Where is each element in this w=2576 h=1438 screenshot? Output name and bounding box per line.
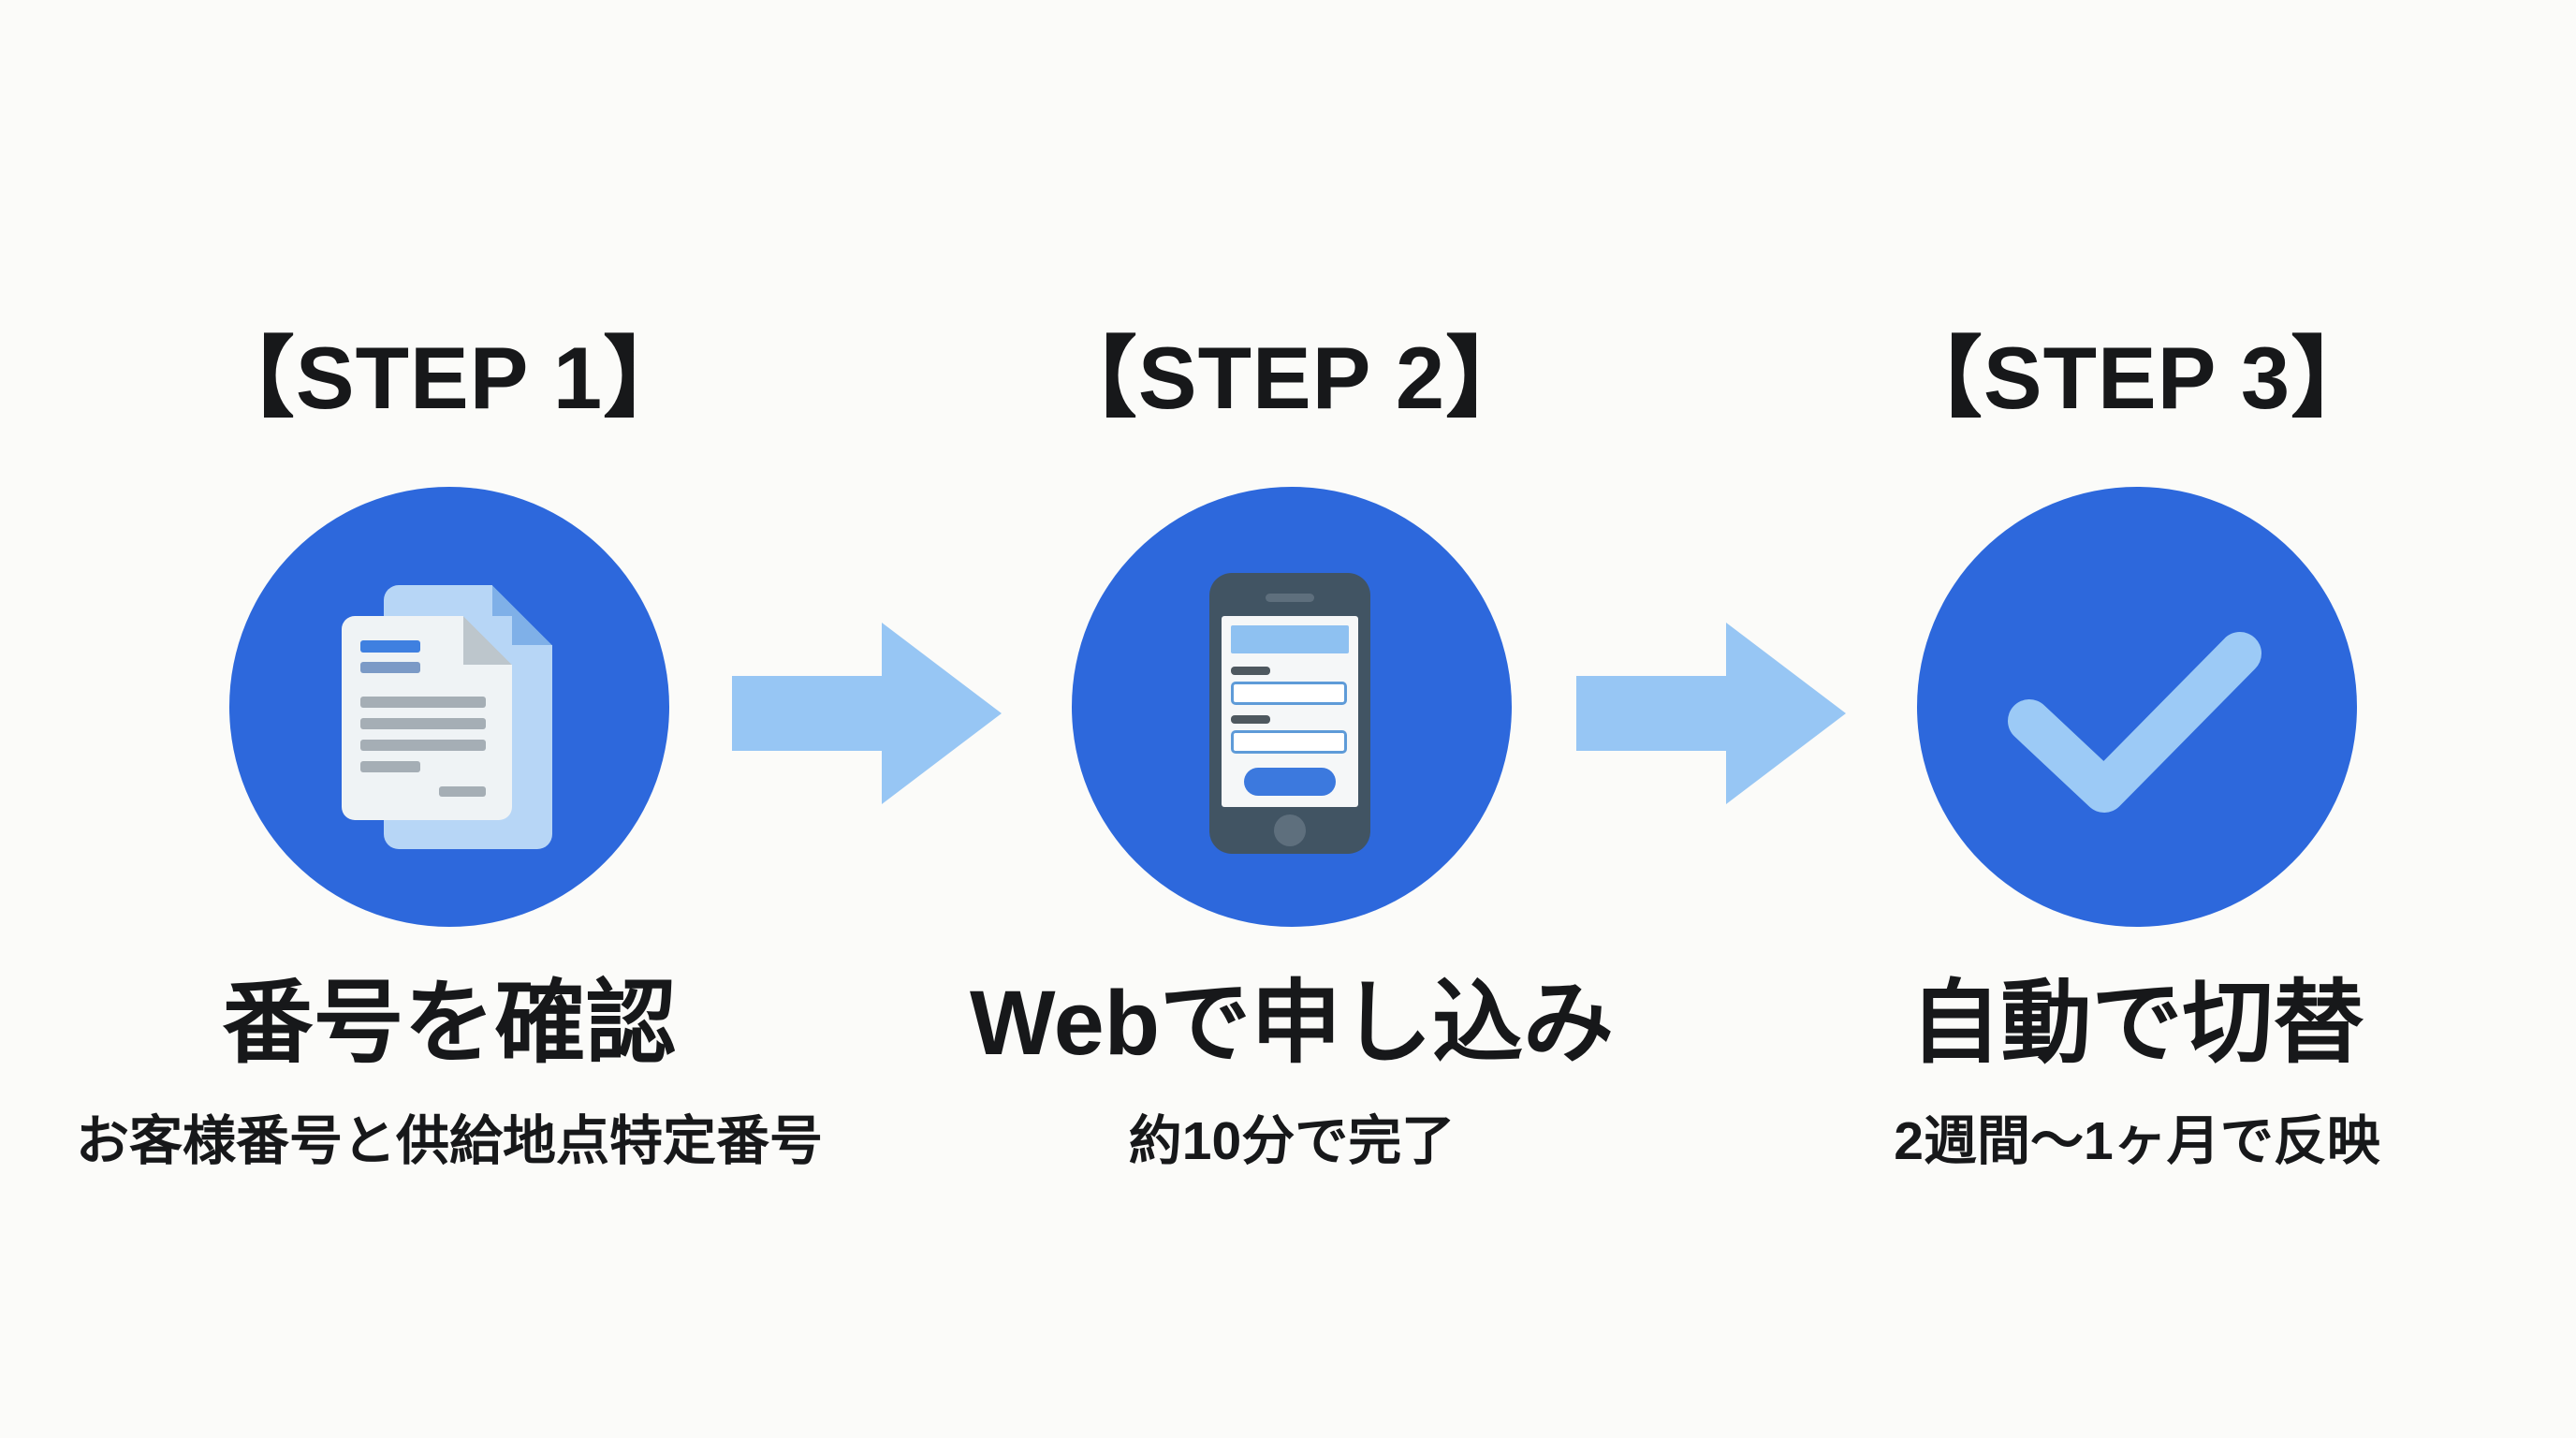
phone-speaker: [1266, 594, 1314, 602]
step-1-circle: [229, 487, 669, 927]
form-input: [1231, 730, 1347, 754]
form-label: [1231, 667, 1270, 675]
step-3-subtitle: 2週間〜1ヶ月で反映: [1894, 1111, 2380, 1171]
phone-screen: [1222, 616, 1358, 807]
step-2: 【STEP 2】 Webで申し込み 約10分で完了: [871, 0, 1713, 1438]
doc-front-fold: [463, 616, 512, 665]
step-2-title: Webで申し込み: [970, 972, 1614, 1074]
doc-text-line: [360, 697, 486, 708]
doc-text-line: [360, 761, 420, 772]
step-2-heading: 【STEP 2】: [1048, 329, 1535, 427]
smartphone-form-icon: [1209, 573, 1370, 854]
form-label: [1231, 715, 1270, 724]
screen-header-bar: [1231, 625, 1349, 653]
doc-text-line: [360, 740, 486, 751]
phone-home-button: [1274, 814, 1306, 846]
step-1: 【STEP 1】 番号を確認 お客様番号と供給地点特定番号: [28, 0, 871, 1438]
form-input: [1231, 682, 1347, 705]
step-1-title: 番号を確認: [222, 972, 677, 1074]
checkmark-icon: [2008, 632, 2261, 813]
step-3-heading: 【STEP 3】: [1894, 329, 2380, 427]
step-1-subtitle: お客様番号と供給地点特定番号: [76, 1111, 823, 1171]
step-3-circle: [1917, 487, 2357, 927]
doc-text-line: [360, 718, 486, 729]
step-3: 【STEP 3】 自動で切替 2週間〜1ヶ月で反映: [1716, 0, 2558, 1438]
step-3-title: 自動で切替: [1910, 972, 2364, 1074]
arrow-right-icon: [1576, 623, 1846, 804]
step-2-subtitle: 約10分で完了: [1128, 1111, 1456, 1171]
arrow-right-icon: [732, 623, 1002, 804]
doc-front-page: [342, 616, 512, 820]
doc-subtitle-line: [360, 662, 420, 673]
step-2-circle: [1072, 487, 1512, 927]
step-1-heading: 【STEP 1】: [206, 329, 693, 427]
submit-button-shape: [1244, 768, 1336, 796]
doc-signature-line: [439, 786, 486, 797]
doc-title-line: [360, 640, 420, 653]
